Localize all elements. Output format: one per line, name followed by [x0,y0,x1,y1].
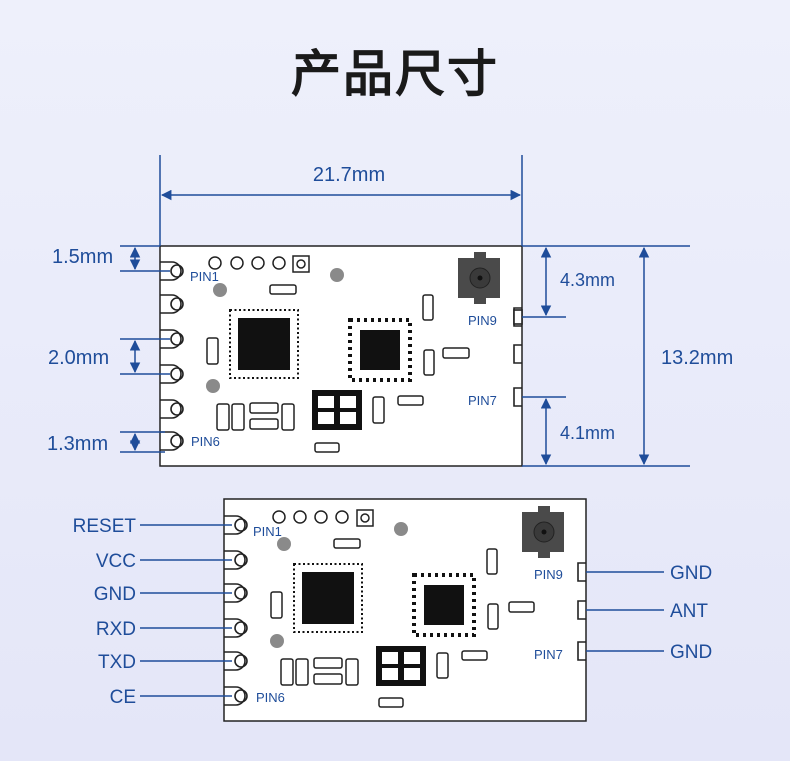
bottom-pin7-label: PIN7 [534,647,563,662]
pin-name-gnd-left: GND [94,584,136,605]
pin-name-txd: TXD [98,652,136,673]
dimension-lines [120,155,690,467]
pin-leader-lines [140,524,664,697]
right-bottom-dimension: 4.1mm [560,423,615,443]
height-dimension: 13.2mm [661,347,733,369]
bottom-right-pads [577,562,586,661]
left-pads [160,261,184,451]
pin1-label: PIN1 [190,269,219,284]
pin-name-rxd: RXD [96,619,136,640]
left-pin-names: RESET VCC GND RXD TXD CE [73,516,137,708]
right-pin-names: GND ANT GND [670,563,712,663]
bottom-pin6-label: PIN6 [256,690,285,705]
pin-name-vcc: VCC [96,551,136,572]
pin-name-gnd-right-top: GND [670,563,712,584]
bottom-margin-dimension: 1.3mm [47,433,108,455]
pin-pitch-dimension: 2.0mm [48,347,109,369]
bottom-module-board: PIN1 PIN6 PIN9 PIN7 [223,498,587,722]
pin-name-gnd-right-bottom: GND [670,642,712,663]
mcu-chip [229,309,299,379]
header-holes [208,255,310,273]
pin7-label: PIN7 [468,393,497,408]
pin-name-reset: RESET [73,516,137,537]
page-title: 产品尺寸 [291,45,499,103]
antenna-connector [458,252,500,304]
bottom-pin9-label: PIN9 [534,567,563,582]
right-top-dimension: 4.3mm [560,270,615,290]
pin6-label: PIN6 [191,434,220,449]
pin-name-ant: ANT [670,601,708,622]
pin-name-ce: CE [110,687,136,708]
bottom-left-pads [224,515,248,706]
top-module-board: PIN1 PIN6 PIN9 PIN7 [159,245,523,467]
width-dimension: 21.7mm [313,164,385,186]
pin9-label: PIN9 [468,313,497,328]
bottom-pin1-label: PIN1 [253,524,282,539]
top-margin-dimension: 1.5mm [52,246,113,268]
rf-chip [348,318,412,382]
crystal [312,390,362,430]
passives [206,284,470,453]
